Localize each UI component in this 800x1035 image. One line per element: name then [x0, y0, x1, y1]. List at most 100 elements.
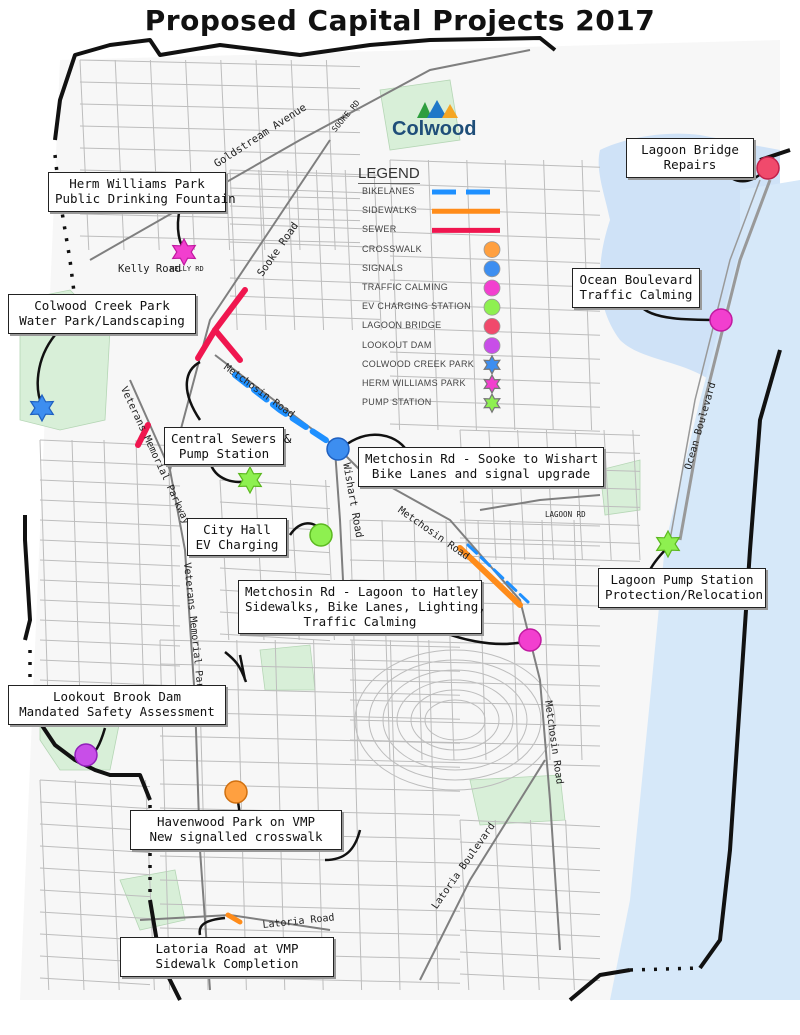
street: [79, 125, 361, 134]
street: [459, 429, 641, 436]
street: [229, 205, 381, 212]
street: [79, 81, 361, 90]
street: [373, 169, 382, 331]
sidewalk-metchosin-lagoon: [457, 545, 523, 608]
callout-central-sewers: Central Sewers &Pump Station: [164, 427, 291, 465]
legend-label-2: SEWER: [362, 224, 397, 235]
street: [459, 819, 470, 991]
legend-label-6: EV CHARGING STATION: [362, 301, 471, 312]
street: [159, 783, 461, 792]
subdivision-street: [354, 649, 556, 791]
street: [459, 951, 601, 960]
legend-label-3: CROSSWALK: [362, 243, 422, 254]
street: [349, 519, 359, 761]
street: [39, 779, 50, 991]
street-network: [39, 59, 641, 991]
street: [229, 187, 381, 194]
legend-label-9: COLWOOD CREEK PARK: [362, 358, 475, 369]
street: [541, 519, 551, 761]
legend-symbol-8: [483, 337, 501, 355]
project-markers: [74, 156, 780, 804]
street: [325, 59, 336, 251]
street: [159, 663, 461, 672]
street: [39, 911, 151, 920]
street: [149, 59, 160, 251]
street: [79, 59, 90, 251]
subdivision-street: [382, 669, 528, 771]
street: [632, 429, 641, 561]
veterans-memorial-parkway: [129, 379, 211, 991]
street: [39, 459, 181, 467]
metchosin-traffic-calming-marker: [518, 628, 542, 652]
street: [543, 159, 554, 431]
sooke-road: [169, 139, 331, 471]
street: [389, 159, 401, 431]
street: [219, 633, 331, 642]
street: [459, 819, 601, 828]
legend-symbol-11: [483, 392, 501, 414]
street: [565, 819, 575, 991]
ocean-blvd-traffic-calming-marker: [709, 308, 733, 332]
street: [349, 659, 601, 667]
street: [349, 739, 601, 747]
street: [287, 169, 296, 331]
street: [39, 845, 151, 854]
street: [229, 313, 381, 320]
legend-symbol-4: [483, 260, 501, 278]
colwood-logo-icon: [417, 100, 458, 118]
ocean-boulevard-edge: [669, 179, 761, 541]
lagoon-bridge-marker: [756, 156, 780, 180]
street: [494, 819, 505, 991]
street: [39, 439, 49, 701]
street: [39, 977, 151, 986]
latoria-boulevard: [419, 759, 546, 981]
street: [219, 567, 331, 576]
street: [74, 779, 85, 991]
subdivision-street: [396, 679, 514, 761]
street: [185, 59, 195, 251]
legend-symbols: [432, 189, 501, 414]
street: [39, 439, 181, 447]
street: [159, 927, 461, 936]
road-label-kelly-road: Kelly Road: [118, 263, 182, 275]
sewer-metchosin: [212, 327, 243, 363]
central-pump-station-star-icon: [237, 465, 263, 495]
street: [459, 501, 641, 508]
street: [39, 579, 181, 587]
street: [459, 863, 601, 872]
street: [428, 639, 439, 991]
star-markers: [29, 237, 681, 559]
street: [459, 519, 641, 526]
street: [459, 973, 601, 982]
colwood-creek-star-icon: [29, 393, 55, 423]
street: [71, 439, 81, 701]
road-label-kelly-rd-small: KELLY RD: [170, 265, 204, 273]
lagoon-road: [479, 494, 601, 511]
street: [459, 841, 601, 850]
street: [39, 539, 181, 547]
street: [509, 519, 519, 761]
project-lines: [135, 287, 530, 925]
subdivision-street: [424, 699, 486, 741]
street: [351, 639, 363, 991]
street: [167, 439, 177, 701]
city-hall-ev-marker: [309, 523, 333, 547]
street: [39, 889, 151, 898]
street: [344, 169, 353, 331]
legend-label-11: PUMP STATION: [362, 397, 432, 408]
street: [381, 519, 391, 761]
legend-symbol-3: [483, 241, 501, 259]
street: [79, 59, 361, 68]
street: [255, 59, 266, 251]
street: [79, 213, 361, 222]
street: [349, 539, 601, 547]
herm-williams-star-icon: [171, 237, 197, 267]
street: [39, 867, 151, 876]
street: [445, 519, 455, 761]
